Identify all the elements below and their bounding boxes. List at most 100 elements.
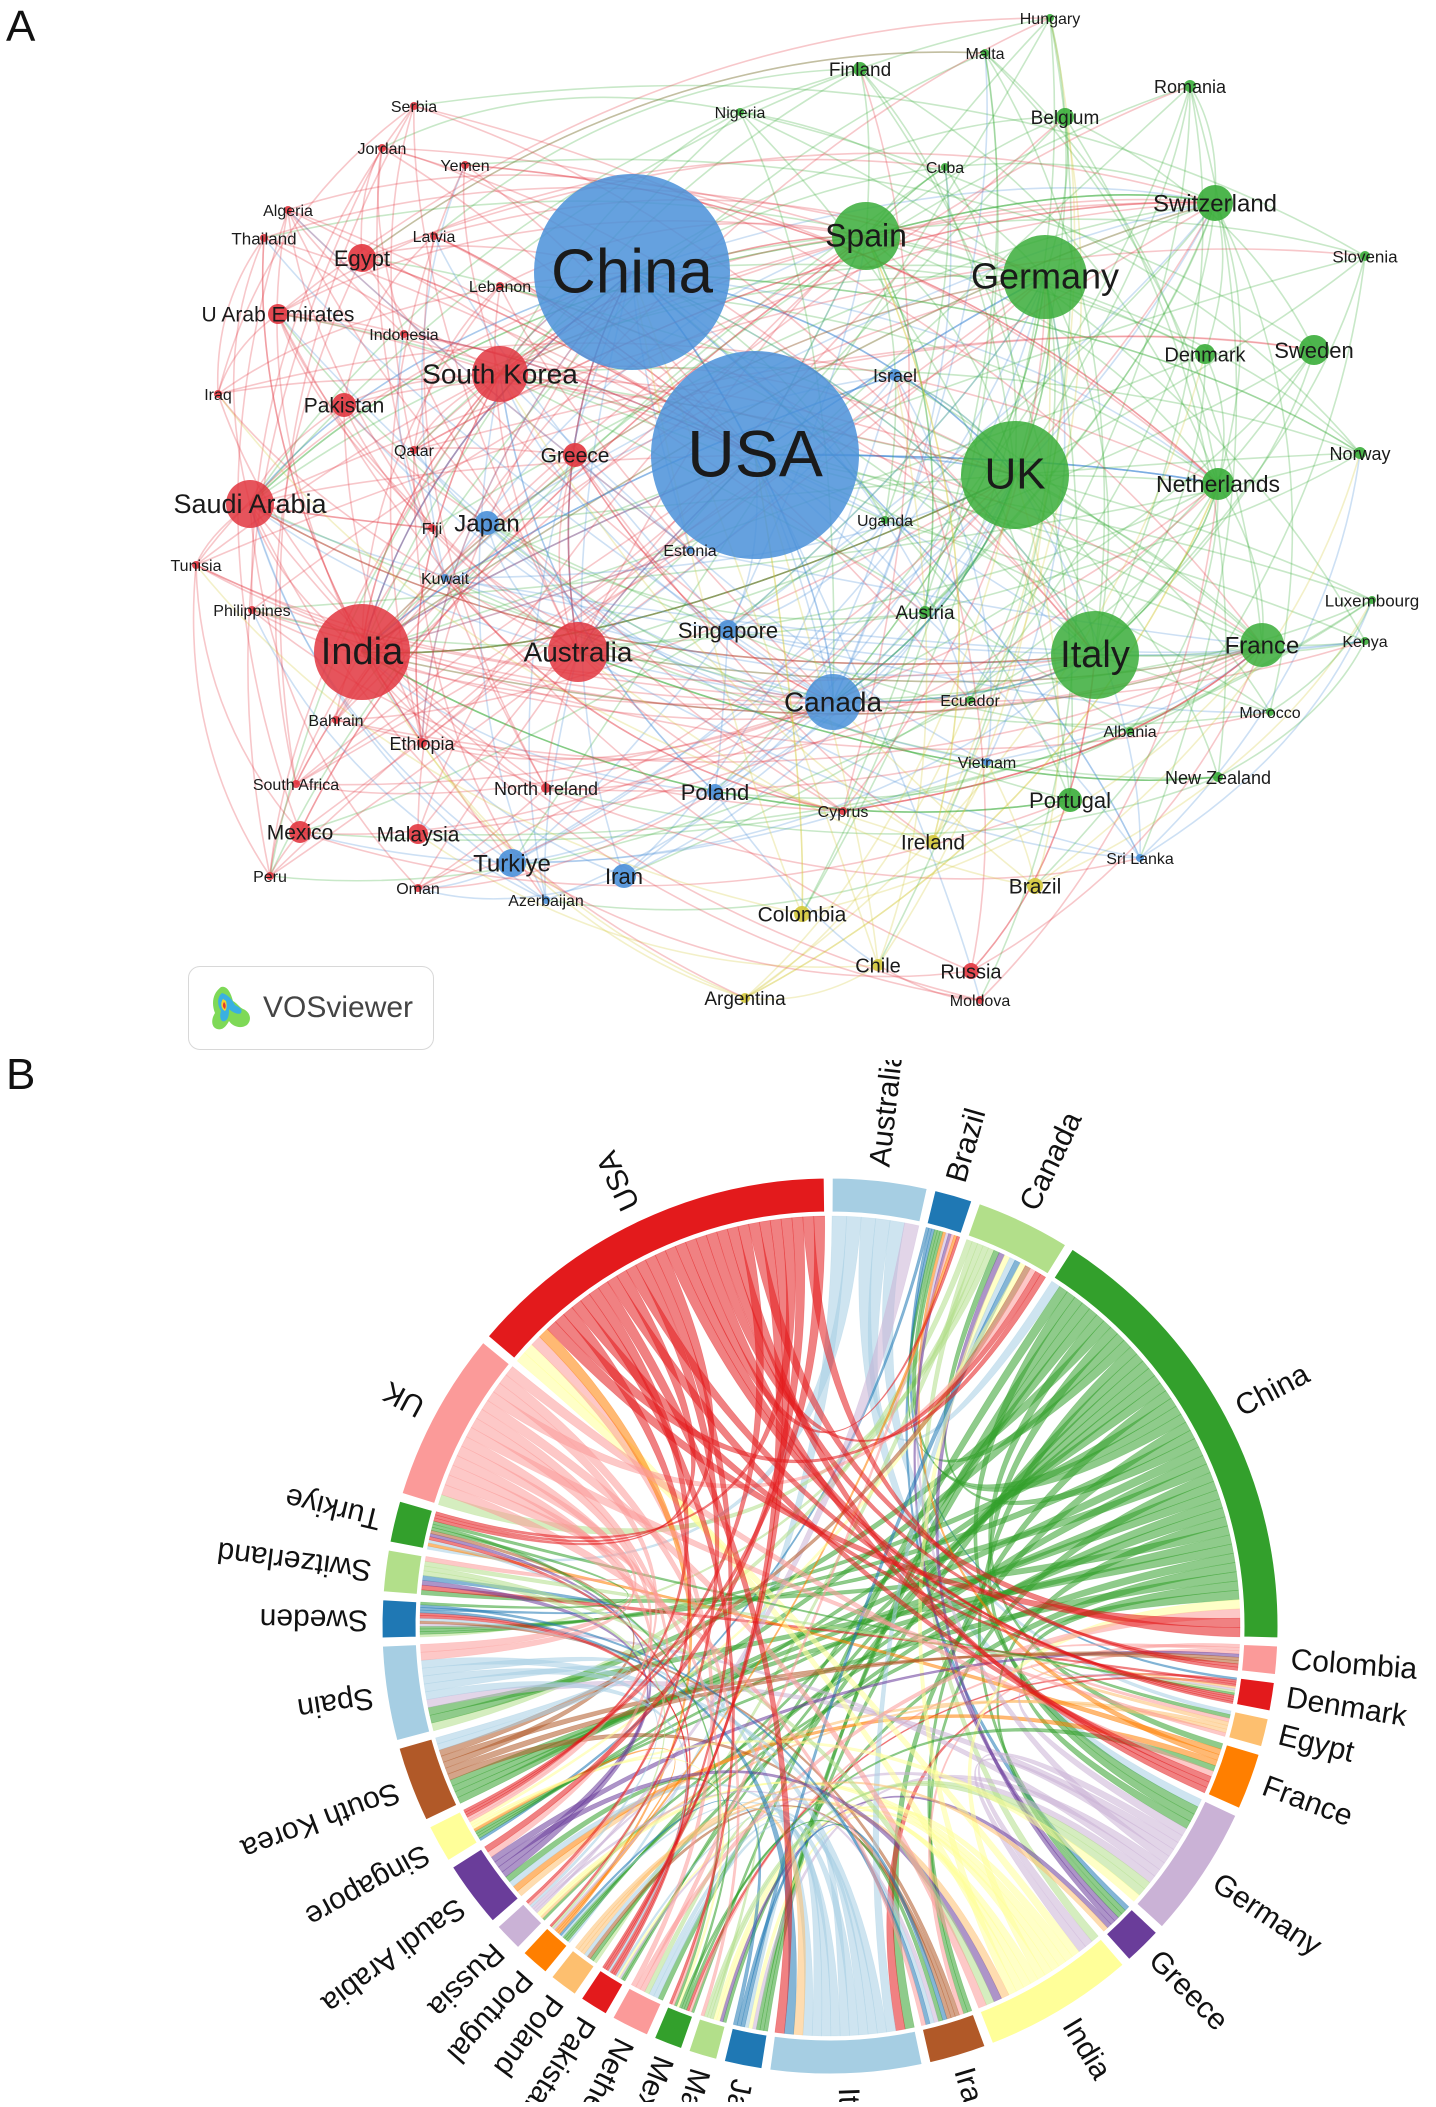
node-germany[interactable]: [1003, 235, 1087, 319]
chord-arc-egypt[interactable]: [1228, 1711, 1269, 1748]
node-netherlands[interactable]: [1202, 468, 1234, 500]
chord-arc-brazil[interactable]: [926, 1189, 973, 1234]
node-vietnam[interactable]: [983, 758, 991, 766]
node-oman[interactable]: [414, 884, 422, 892]
chord-arc-usa[interactable]: [487, 1177, 826, 1360]
node-kuwait[interactable]: [441, 574, 449, 582]
node-malaysia[interactable]: [408, 824, 428, 844]
chord-arc-france[interactable]: [1207, 1744, 1260, 1809]
node-israel[interactable]: [889, 369, 901, 381]
chord-arc-spain[interactable]: [381, 1644, 431, 1742]
chord-arc-portugal[interactable]: [523, 1927, 568, 1973]
node-portugal[interactable]: [1058, 788, 1082, 812]
node-france[interactable]: [1240, 623, 1284, 667]
chord-arc-sweden[interactable]: [381, 1599, 418, 1639]
node-brazil[interactable]: [1027, 878, 1043, 894]
node-norway[interactable]: [1354, 447, 1366, 459]
node-sri-lanka[interactable]: [1136, 854, 1144, 862]
node-austria[interactable]: [919, 606, 931, 618]
chord-arc-greece[interactable]: [1105, 1908, 1158, 1961]
chord-arc-saudi-arabia[interactable]: [451, 1848, 520, 1922]
chord-arc-colombia[interactable]: [1241, 1643, 1279, 1676]
chord-arc-germany[interactable]: [1136, 1800, 1237, 1928]
node-spain[interactable]: [832, 202, 900, 270]
node-nigeria[interactable]: [736, 108, 744, 116]
node-hungary[interactable]: [1046, 14, 1054, 22]
node-ecuador[interactable]: [966, 696, 974, 704]
node-turkiye[interactable]: [498, 849, 526, 877]
node-finland[interactable]: [853, 62, 867, 76]
node-japan[interactable]: [475, 511, 499, 535]
chord-arc-iran[interactable]: [921, 2013, 986, 2064]
node-egypt[interactable]: [348, 244, 376, 272]
node-colombia[interactable]: [794, 906, 810, 922]
node-jordan[interactable]: [378, 144, 386, 152]
node-qatar[interactable]: [410, 446, 418, 454]
node-peru[interactable]: [266, 872, 274, 880]
node-india[interactable]: [314, 604, 410, 700]
node-lebanon[interactable]: [496, 282, 504, 290]
node-sweden[interactable]: [1299, 335, 1329, 365]
node-indonesia[interactable]: [400, 330, 408, 338]
node-philippines[interactable]: [248, 606, 256, 614]
node-uganda[interactable]: [881, 516, 889, 524]
node-tunisia[interactable]: [192, 561, 200, 569]
chord-arc-pakistan[interactable]: [580, 1969, 624, 2015]
chord-arc-singapore[interactable]: [428, 1811, 478, 1862]
node-iran[interactable]: [612, 864, 636, 888]
node-mexico[interactable]: [289, 821, 311, 843]
node-saudi-arabia[interactable]: [226, 480, 274, 528]
chord-arc-mexico[interactable]: [653, 2006, 694, 2050]
node-russia[interactable]: [963, 963, 979, 979]
node-morocco[interactable]: [1266, 708, 1274, 716]
node-fiji[interactable]: [428, 524, 436, 532]
node-south-korea[interactable]: [472, 346, 528, 402]
node-switzerland[interactable]: [1197, 185, 1233, 221]
chord-arc-australia[interactable]: [831, 1177, 928, 1223]
chord-arc-china[interactable]: [1053, 1248, 1279, 1639]
chord-arc-south-korea[interactable]: [398, 1738, 458, 1821]
node-chile[interactable]: [872, 959, 884, 971]
node-albania[interactable]: [1126, 727, 1134, 735]
node-poland[interactable]: [707, 784, 723, 800]
node-usa[interactable]: [651, 351, 859, 559]
node-south-africa[interactable]: [292, 780, 300, 788]
chord-arc-netherlands[interactable]: [612, 1987, 662, 2036]
node-moldova[interactable]: [976, 996, 984, 1004]
chord-arc-uk[interactable]: [401, 1341, 511, 1505]
node-bahrain[interactable]: [332, 716, 340, 724]
node-cuba[interactable]: [941, 163, 949, 171]
node-iraq[interactable]: [214, 390, 222, 398]
node-algeria[interactable]: [284, 206, 292, 214]
node-singapore[interactable]: [718, 620, 738, 640]
chord-arc-poland[interactable]: [551, 1949, 595, 1995]
chord-arc-denmark[interactable]: [1235, 1677, 1275, 1712]
node-thailand[interactable]: [260, 234, 268, 242]
node-romania[interactable]: [1184, 80, 1196, 92]
node-new-zealand[interactable]: [1213, 772, 1223, 782]
chord-arc-russia[interactable]: [497, 1903, 543, 1949]
node-greece[interactable]: [563, 443, 587, 467]
node-north-ireland[interactable]: [541, 783, 551, 793]
node-slovenia[interactable]: [1360, 251, 1370, 261]
node-luxembourg[interactable]: [1368, 596, 1376, 604]
node-ethiopia[interactable]: [417, 738, 427, 748]
chord-arc-switzerland[interactable]: [382, 1549, 423, 1595]
node-denmark[interactable]: [1195, 344, 1215, 364]
node-china[interactable]: [534, 174, 730, 370]
node-uk[interactable]: [961, 421, 1069, 529]
chord-arc-canada[interactable]: [967, 1203, 1067, 1275]
node-australia[interactable]: [548, 622, 608, 682]
chord-arc-india[interactable]: [979, 1938, 1124, 2045]
node-ireland[interactable]: [926, 835, 940, 849]
node-canada[interactable]: [805, 674, 861, 730]
chord-arc-turkiye[interactable]: [389, 1500, 434, 1549]
node-serbia[interactable]: [410, 102, 418, 110]
node-yemen[interactable]: [461, 161, 469, 169]
node-malta[interactable]: [981, 49, 989, 57]
chord-arc-italy[interactable]: [769, 2030, 923, 2075]
chord-arc-japan[interactable]: [723, 2027, 768, 2070]
node-italy[interactable]: [1051, 611, 1139, 699]
node-cyprus[interactable]: [839, 807, 847, 815]
node-azerbaijan[interactable]: [542, 896, 550, 904]
